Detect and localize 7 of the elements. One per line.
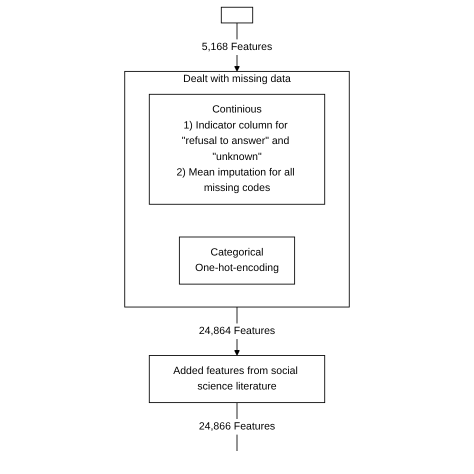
edge-label: 24,866 Features (198, 420, 276, 432)
node-box: Categorical One-hot-encoding (178, 236, 296, 285)
edge-label: 24,864 Features (198, 325, 276, 336)
node-box: Added features from social science literature (148, 355, 326, 404)
node-box (220, 6, 254, 24)
edge-label: 5,168 Features (202, 41, 272, 52)
node-box: Continious 1) Indicator column for "refusal to answer" and "unknown" 2) Mean imputation for all missing codes (148, 94, 326, 205)
